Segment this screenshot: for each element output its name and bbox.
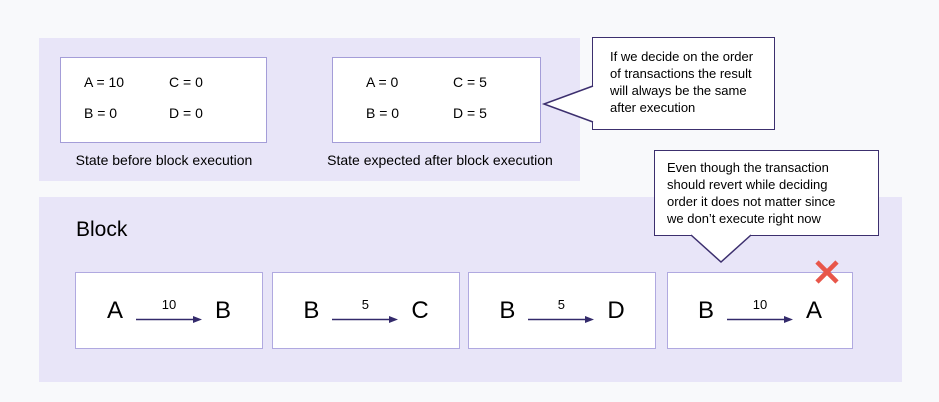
state-before-box: A = 10 C = 0 B = 0 D = 0 bbox=[60, 57, 267, 143]
state-value: B = 0 bbox=[84, 105, 118, 121]
transaction-from: B bbox=[697, 296, 714, 324]
transaction-box: B 5 C bbox=[272, 272, 460, 349]
state-after-values: A = 0 C = 5 B = 0 D = 5 bbox=[333, 58, 540, 121]
transaction-to: B bbox=[215, 296, 232, 324]
transaction-box-rejected: B 10 A bbox=[667, 272, 853, 349]
callout-line: order it does not matter since bbox=[667, 194, 836, 209]
transfer-arrow-group: 10 bbox=[727, 297, 793, 324]
transfer-amount: 5 bbox=[557, 297, 565, 312]
transaction-to: D bbox=[607, 296, 625, 324]
callout-line: should revert while deciding bbox=[667, 177, 828, 192]
transfer-amount: 10 bbox=[752, 297, 768, 312]
transfer-arrow-icon bbox=[332, 316, 399, 323]
transaction-from: B bbox=[303, 296, 320, 324]
callout-order: If we decide on the order of transaction… bbox=[592, 37, 775, 130]
transaction-from: A bbox=[106, 296, 123, 324]
state-value: C = 0 bbox=[169, 74, 203, 90]
transaction-box: B 5 D bbox=[468, 272, 656, 349]
state-after-caption: State expected after block execution bbox=[327, 152, 553, 168]
callout-tail-down-icon bbox=[690, 234, 752, 264]
transfer-arrow-icon bbox=[136, 316, 202, 323]
state-value: A = 10 bbox=[84, 74, 125, 90]
state-value: C = 5 bbox=[453, 74, 487, 90]
callout-line: If we decide on the order bbox=[610, 49, 754, 64]
transfer-arrow-group: 10 bbox=[136, 297, 202, 324]
transaction-box: A 10 B bbox=[75, 272, 263, 349]
transaction-to: A bbox=[806, 296, 823, 324]
callout-line: will always be the same bbox=[610, 83, 747, 98]
state-value: B = 0 bbox=[366, 105, 400, 121]
callout-line: after execution bbox=[610, 100, 696, 115]
state-after-box: A = 0 C = 5 B = 0 D = 5 bbox=[332, 57, 541, 143]
state-before-values: A = 10 C = 0 B = 0 D = 0 bbox=[61, 58, 266, 121]
transfer-amount: 5 bbox=[361, 297, 369, 312]
transfer-arrow-icon bbox=[727, 316, 793, 323]
transaction-from: B bbox=[499, 296, 516, 324]
callout-revert: Even though the transaction should rever… bbox=[654, 150, 879, 236]
transfer-arrow-group: 5 bbox=[332, 297, 399, 324]
callout-tail-left-icon bbox=[541, 85, 594, 123]
transaction-to: C bbox=[411, 296, 429, 324]
transfer-amount: 10 bbox=[161, 297, 177, 312]
callout-line: Even though the transaction bbox=[667, 160, 829, 175]
rejected-x-icon bbox=[815, 260, 839, 284]
callout-line: we don’t execute right now bbox=[667, 211, 821, 226]
state-before-caption: State before block execution bbox=[75, 152, 253, 168]
transfer-arrow-icon bbox=[528, 316, 595, 323]
state-value: D = 0 bbox=[169, 105, 203, 121]
state-value: D = 5 bbox=[453, 105, 487, 121]
state-value: A = 0 bbox=[366, 74, 399, 90]
transfer-arrow-group: 5 bbox=[528, 297, 595, 324]
callout-line: of transactions the result bbox=[610, 66, 752, 81]
block-title: Block bbox=[76, 218, 128, 241]
